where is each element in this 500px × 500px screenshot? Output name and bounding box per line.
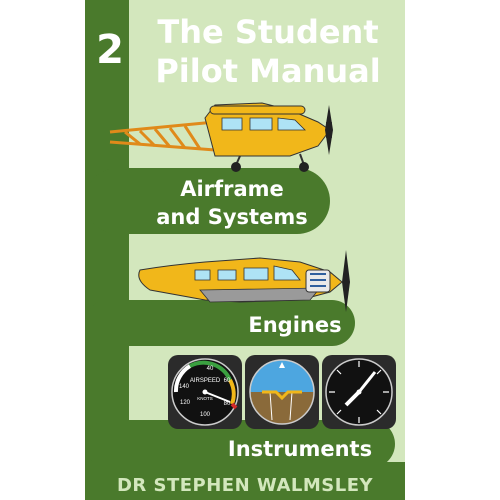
airspeed-label: AIRSPEED [190,378,221,384]
airspeed-tick-100: 100 [200,412,211,418]
section-title-instruments: Instruments [228,437,372,461]
airspeed-units: KNOTS [197,396,213,401]
airspeed-tick-40: 40 [207,366,214,372]
airspeed-tick-120: 120 [180,400,191,406]
airspeed-tick-80: 80 [224,401,231,407]
airspeed-tick-60: 60 [224,378,231,384]
title-line-1: The Student [157,13,378,51]
altimeter [322,355,396,429]
airspeed-indicator: AIRSPEED 40 60 80 100 120 140 KNOTS [168,355,242,429]
engine-plane-illustration [138,250,350,312]
section-subtitle-systems: and Systems [156,205,307,229]
title-line-2: Pilot Manual [155,52,380,90]
volume-number: 2 [96,27,124,73]
section-title-engines: Engines [248,313,341,337]
section-title-airframe: Airframe [180,177,284,201]
author-name: DR STEPHEN WALMSLEY [117,475,374,496]
airspeed-tick-140: 140 [179,384,190,390]
green-stripe [85,0,405,500]
airframe-plane-illustration [109,102,333,172]
instrument-panel: AIRSPEED 40 60 80 100 120 140 KNOTS [168,355,396,429]
attitude-indicator [245,355,319,429]
